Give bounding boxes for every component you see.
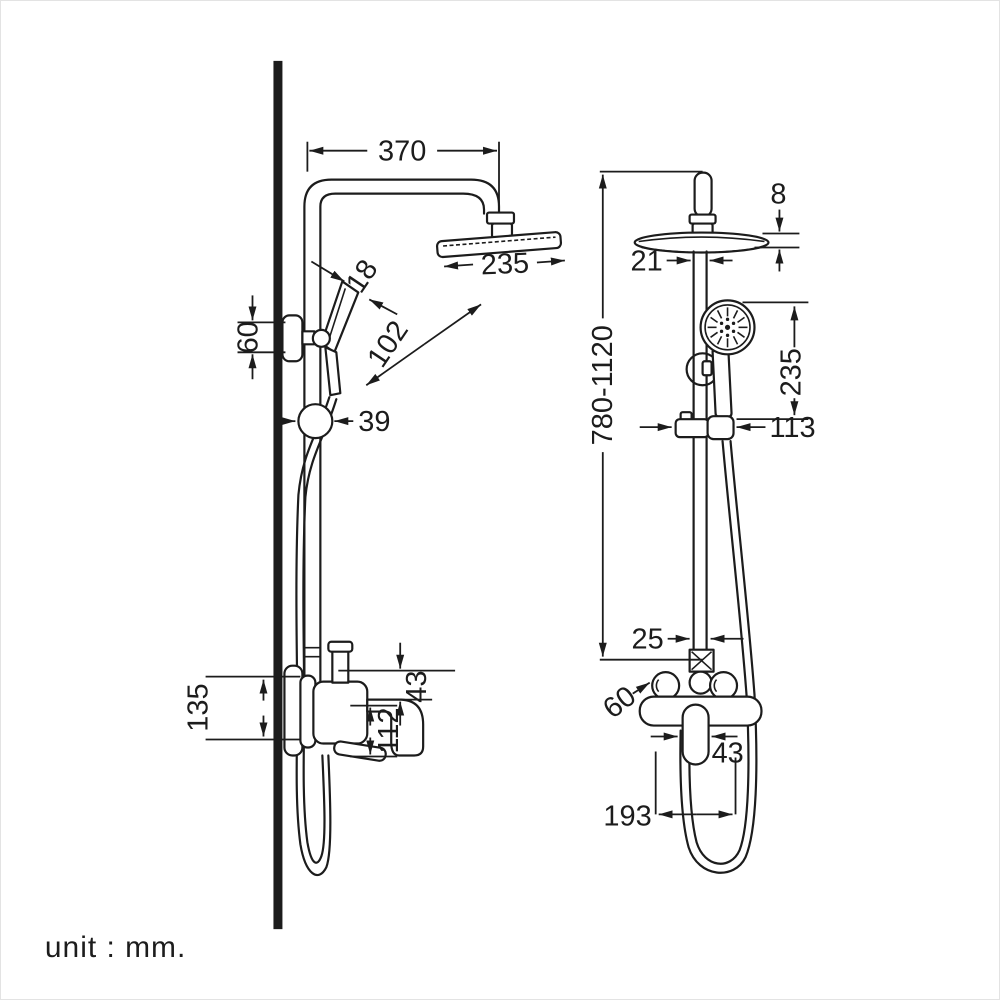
hose-loop-front	[679, 440, 758, 874]
hose-loop-side	[295, 396, 338, 877]
riser-and-arm-side	[303, 178, 501, 685]
dim-lever-width: 43	[712, 737, 744, 769]
wall-holder-side	[281, 314, 331, 363]
dim-hose-loop-width: 193	[603, 800, 651, 832]
slider-knob-side	[297, 403, 334, 440]
dim-holder-height: 60	[233, 321, 265, 353]
dim-escutcheon-height: 135	[183, 683, 215, 731]
rain-shower-head-front	[633, 231, 770, 254]
hand-shower-side	[320, 280, 360, 397]
dim-hand-head-length: 102	[361, 315, 415, 373]
dim-head-edge-thickness: 8	[770, 179, 786, 211]
dim-slider-diameter: 39	[358, 406, 390, 438]
dim-bracket-width: 113	[769, 412, 815, 444]
dim-arm-depth: 370	[378, 136, 426, 168]
slide-bracket-front	[674, 411, 735, 441]
rain-shower-head-side	[435, 211, 563, 259]
unit-note: unit : mm.	[45, 931, 186, 964]
dim-spout-drop: 112	[373, 707, 405, 753]
dim-height-range: 780-1120	[587, 325, 619, 445]
dim-pipe-diameter: 25	[631, 624, 663, 656]
spray-face-pattern	[707, 307, 748, 348]
dim-hand-shower-drop: 235	[775, 348, 807, 396]
dim-escutcheon-diameter: 60	[597, 680, 642, 725]
front-view-drawing: 8 21 780-1120 235 113 25	[587, 170, 816, 874]
wall-line	[273, 60, 283, 930]
dim-top-pipe-diameter: 21	[630, 245, 662, 277]
top-stub-front	[688, 171, 717, 236]
mixer-valve-front	[638, 671, 763, 766]
side-view-drawing: 370 235 18 102 60 39	[183, 60, 565, 930]
hand-shower-front	[685, 299, 756, 419]
front-view-dimensions: 8 21 780-1120 235 113 25	[587, 170, 816, 832]
dim-outlet-drop: 43	[401, 671, 433, 703]
dim-head-width-side: 235	[480, 247, 530, 281]
